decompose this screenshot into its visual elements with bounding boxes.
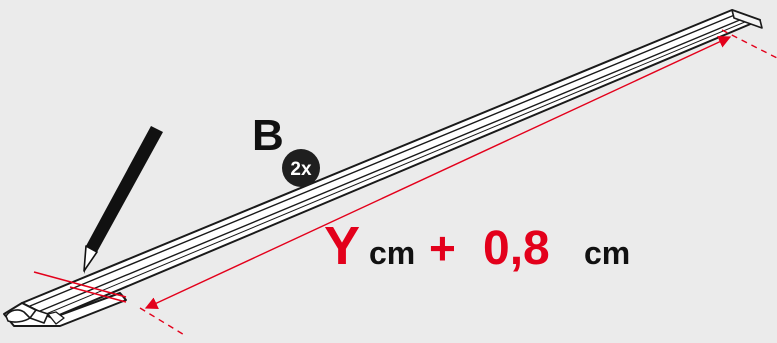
dimension-arrow: [139, 29, 777, 337]
quantity-badge-label: 2x: [290, 159, 312, 180]
pencil-wood: [83, 245, 98, 272]
part-letter: B: [252, 111, 284, 160]
measurement-formula: Y cm + 0,8 cm: [324, 216, 630, 276]
pencil-tip: [84, 266, 87, 274]
measurement-offset: 0,8: [483, 222, 550, 275]
measurement-unit-2: cm: [584, 235, 630, 271]
measurement-variable: Y: [324, 216, 360, 276]
quantity-badge: 2x: [282, 149, 320, 187]
cut-mark-line-bottom: [69, 286, 127, 303]
rail-end-profile: [47, 311, 65, 325]
extension-line-end: [721, 29, 777, 59]
pencil-body: [86, 126, 163, 252]
cut-mark-line-top: [33, 271, 127, 298]
pencil-icon: [83, 126, 163, 274]
measurement-unit-1: cm: [369, 235, 415, 271]
rail-profile: [3, 9, 763, 327]
rail-end-cap: [731, 9, 763, 29]
cut-mark: [33, 271, 127, 303]
measurement-operator: +: [429, 222, 456, 274]
extension-line-start: [139, 307, 187, 337]
quantity-badge-circle: [282, 149, 320, 187]
dimension-line: [144, 36, 732, 309]
